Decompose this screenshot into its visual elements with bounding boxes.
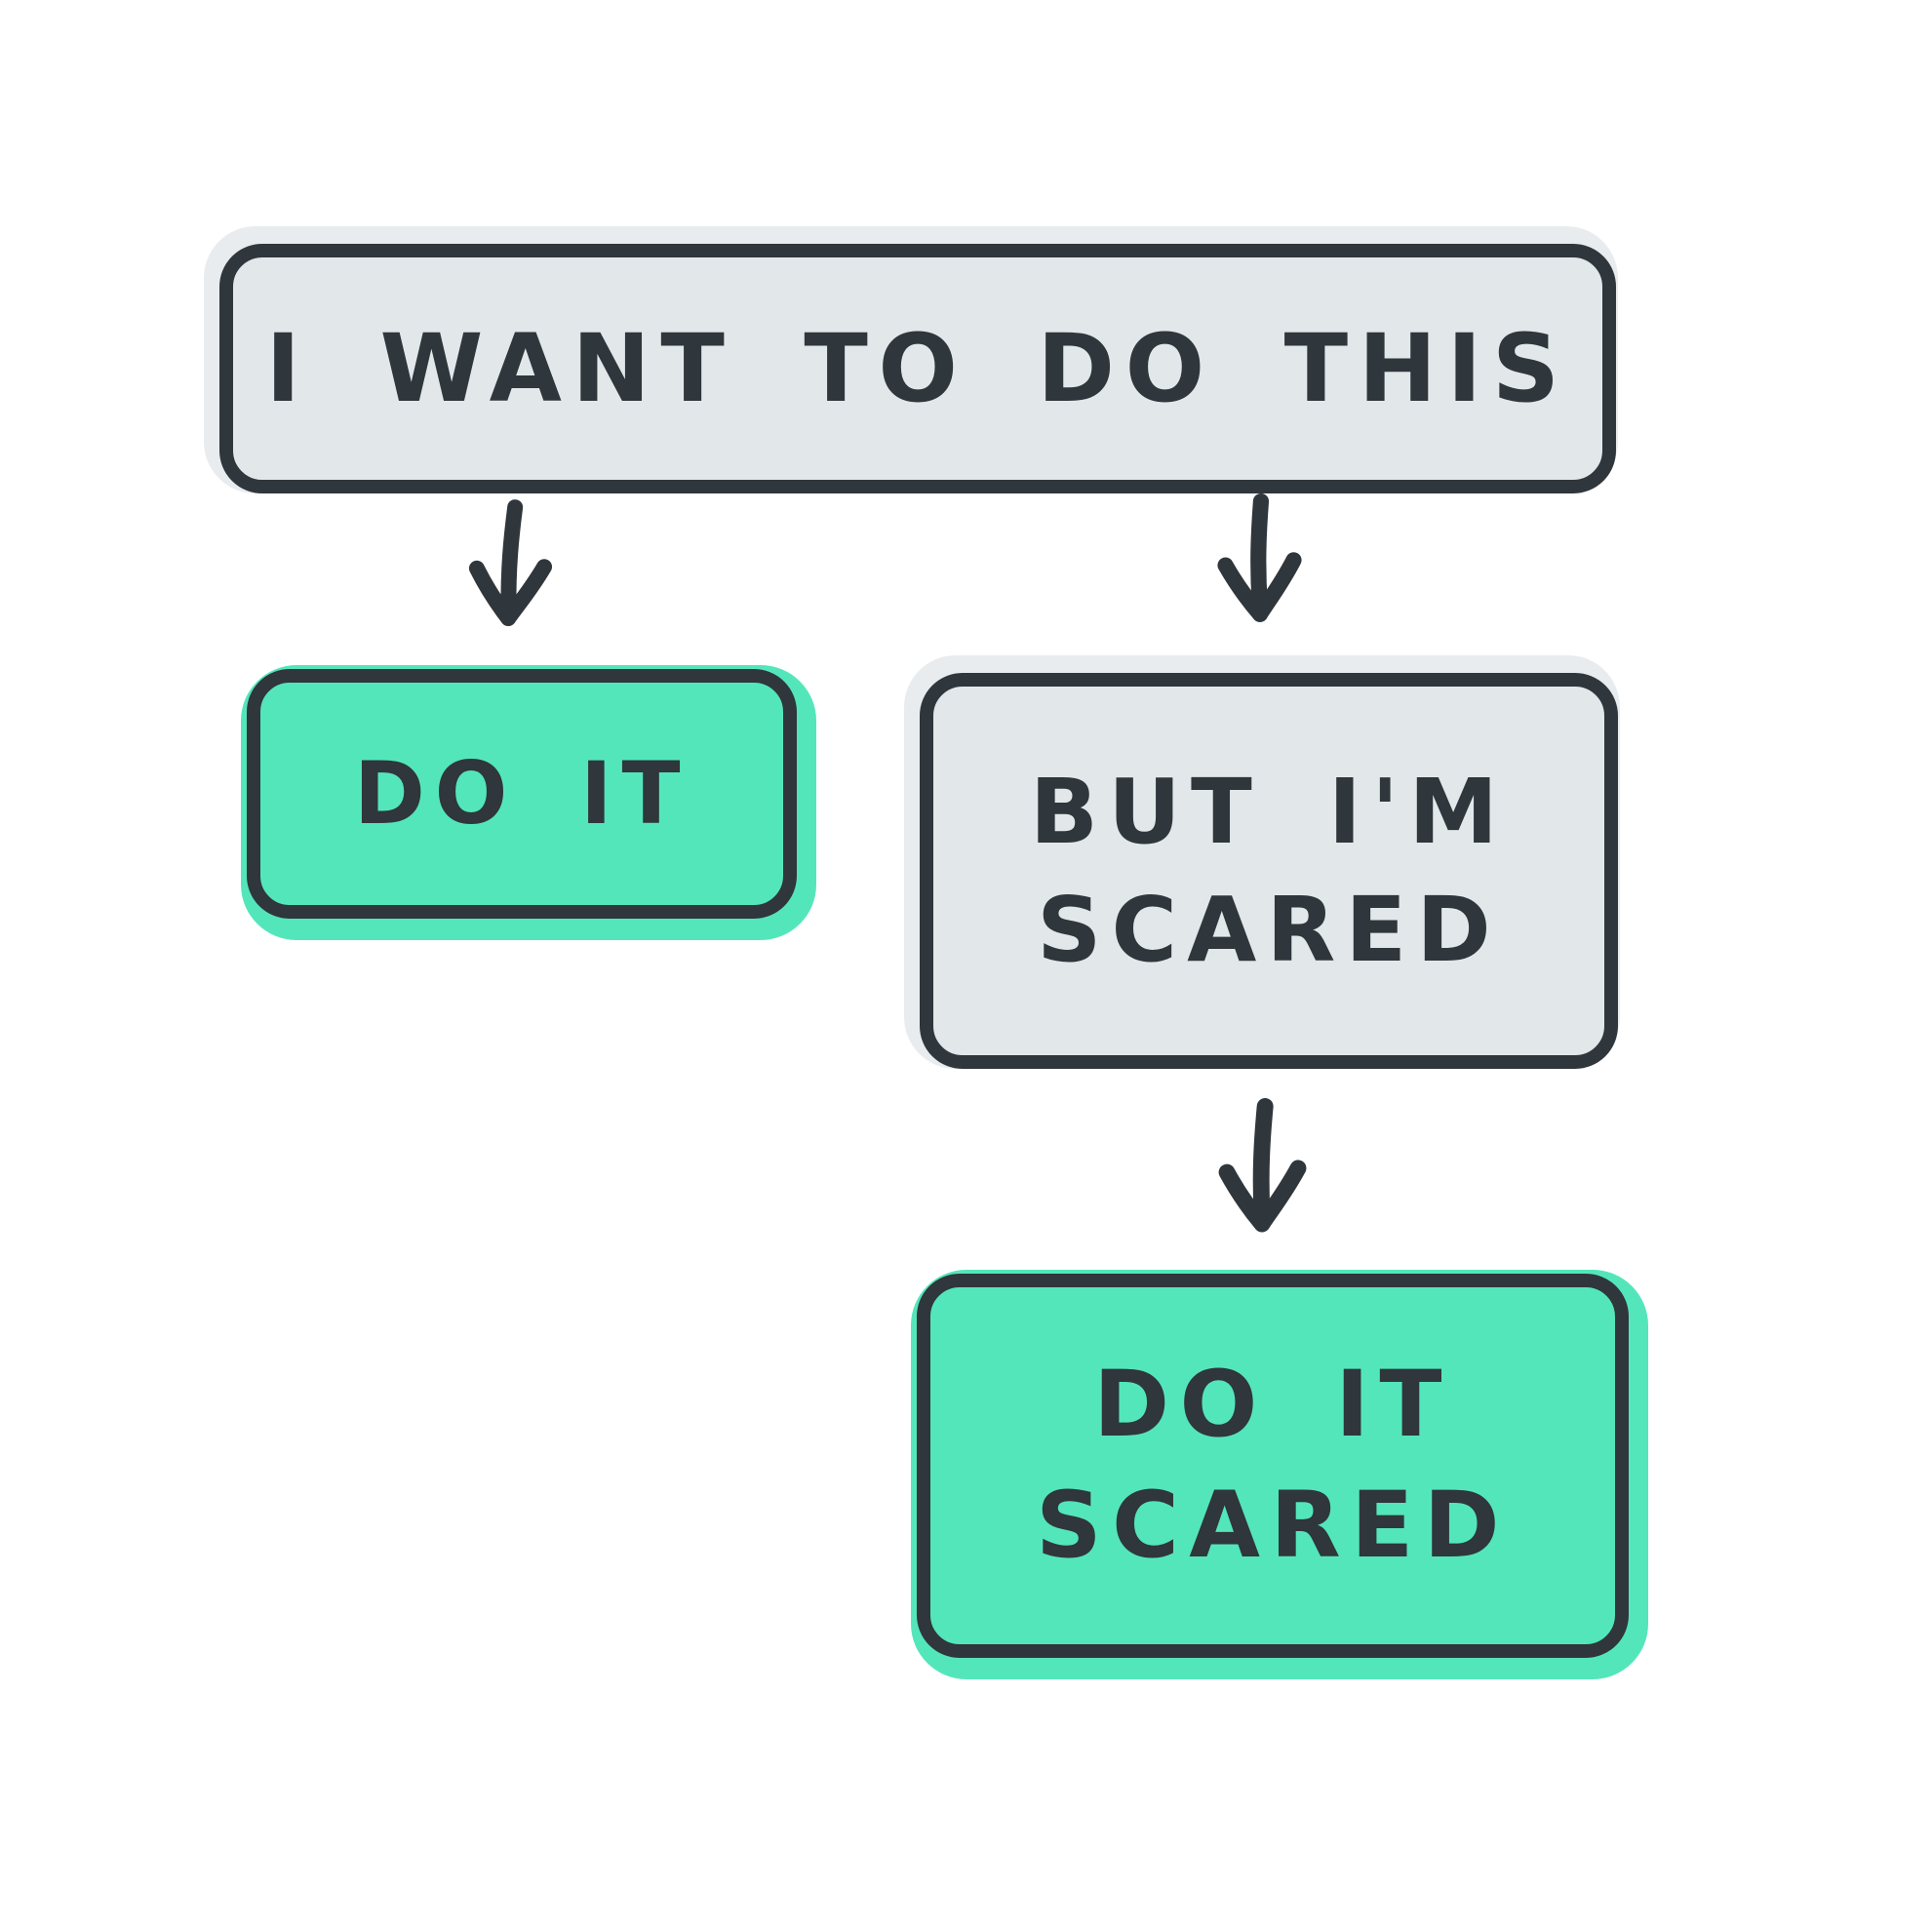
node-do-it-scared-line1: DO IT — [1093, 1351, 1452, 1458]
node-do-it-scared-label: DO IT SCARED — [1036, 1345, 1510, 1587]
node-i-want-to-do-this-label: I WANT TO DO THIS — [265, 313, 1570, 423]
down-arrow-icon — [1199, 492, 1320, 633]
node-but-im-scared-line2: SCARED — [1037, 878, 1501, 982]
node-but-im-scared-label: BUT I'M SCARED — [1030, 753, 1508, 990]
node-i-want-to-do-this: I WANT TO DO THIS — [219, 244, 1616, 493]
node-but-im-scared: BUT I'M SCARED — [920, 673, 1618, 1069]
node-do-it: DO IT — [247, 669, 797, 919]
node-do-it-scared: DO IT SCARED — [917, 1274, 1629, 1658]
down-arrow-icon — [1200, 1098, 1324, 1242]
node-do-it-scared-line2: SCARED — [1035, 1473, 1511, 1579]
down-arrow-icon — [449, 497, 572, 638]
node-do-it-label: DO IT — [353, 742, 690, 844]
node-but-im-scared-line1: BUT I'M — [1029, 759, 1509, 864]
